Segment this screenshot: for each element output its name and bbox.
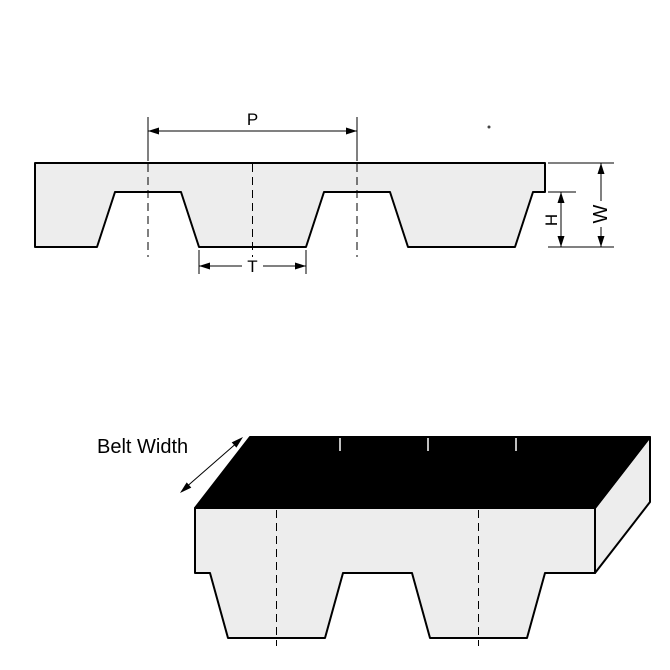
arrowhead-right-icon [295,262,306,270]
arrowhead-down-icon [597,236,605,247]
belt-width-annotation: Belt Width [97,436,243,493]
belt-profile-outline [34,162,546,248]
cross-section-view: P T H W [34,110,614,276]
belt-thickness-dimension: W [548,162,614,247]
arrowhead-down-icon [557,236,565,247]
belt-width-arrow-line [183,440,240,490]
tooth-width-label: T [247,257,257,276]
perspective-view: Belt Width [97,436,651,646]
belt-width-label: Belt Width [97,436,188,458]
belt-thickness-label: W [590,204,612,223]
arrowhead-upper-icon [231,437,243,448]
arrowhead-lower-icon [180,482,192,493]
stray-mark [487,125,491,129]
tooth-width-dimension: T [198,250,307,276]
pitch-dimension: P [147,110,358,161]
tooth-height-label: H [542,214,561,226]
pitch-label: P [247,110,258,129]
arrowhead-left-icon [148,127,159,135]
belt-front-face [194,507,596,639]
arrowhead-up-icon [597,163,605,174]
tooth-height-dimension: H [542,191,614,248]
arrowhead-up-icon [557,192,565,203]
arrowhead-right-icon [346,127,357,135]
arrowhead-left-icon [199,262,210,270]
belt-top-surface [194,436,651,509]
